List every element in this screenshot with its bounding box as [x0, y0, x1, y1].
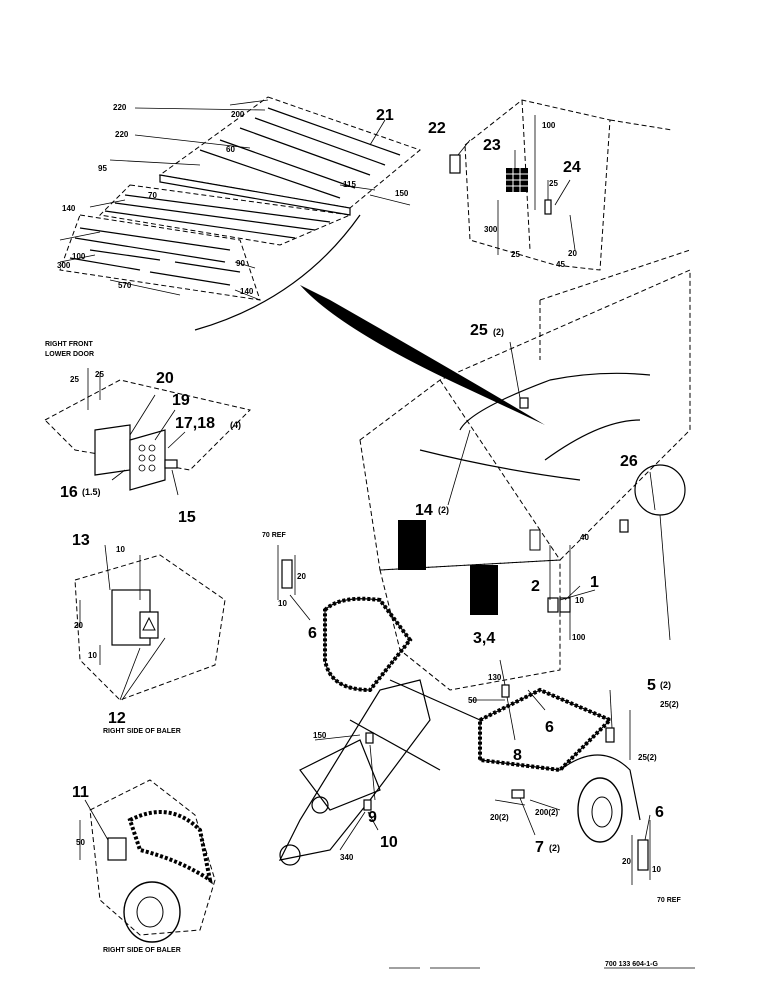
dim-label: 45 — [556, 260, 565, 269]
side-panel-decals: 22 23 24 100 25 300 25 45 20 — [428, 99, 673, 271]
dim-label: 90 — [236, 259, 245, 268]
callout-16-qty: (1.5) — [82, 487, 101, 497]
dim-label: 570 — [118, 281, 132, 290]
right-side-detail-upper: 13 10 20 10 12 RIGHT SIDE OF BALER — [72, 532, 226, 735]
dim-label: 150 — [313, 731, 327, 740]
dim-label: 20(2) — [490, 813, 509, 822]
dim-label: 220 — [115, 130, 129, 139]
callout-9: 9 — [368, 809, 377, 826]
layout-dimension-labels: 220 220 95 70 140 100 300 570 90 140 200… — [57, 103, 409, 296]
callout-5-qty: (2) — [660, 680, 671, 690]
dim-label: 20 — [622, 857, 631, 866]
arc-connector — [194, 214, 545, 425]
dim-label: 20 — [568, 249, 577, 258]
callout-6a: 6 — [308, 625, 317, 642]
dim-label: 25(2) — [660, 700, 679, 709]
callout-6b: 6 — [545, 719, 554, 736]
dim-label: 40 — [580, 533, 589, 542]
baler-side-label: RIGHT SIDE OF BALER — [103, 728, 181, 735]
dim-label: 220 — [113, 103, 127, 112]
dim-label: 95 — [98, 164, 107, 173]
dim-label: 300 — [484, 225, 498, 234]
dim-label: 25 — [549, 179, 558, 188]
dim-label: 115 — [343, 180, 356, 189]
callout-24: 24 — [563, 159, 581, 176]
dim-label: 100 — [72, 252, 86, 261]
dim-label: 100 — [542, 121, 556, 130]
callout-14-qty: (2) — [438, 505, 449, 515]
decal-strip-layout — [59, 96, 422, 301]
callout-2: 2 — [531, 578, 540, 595]
callout-22: 22 — [428, 120, 446, 137]
dim-label: 10 — [575, 596, 584, 605]
dim-label: 70 — [148, 191, 157, 200]
door-label-line1: RIGHT FRONT — [45, 341, 94, 348]
dim-label: 20 — [74, 621, 83, 630]
baler-chassis: 3,4 130 50 6 8 5 (2) 25(2) 25(2) 150 9 1… — [278, 596, 679, 866]
callout-10: 10 — [380, 834, 398, 851]
dim-label: 10 — [278, 599, 287, 608]
ref-label: 70 REF — [657, 897, 681, 904]
drawing-number: 700 133 604-1-G — [605, 961, 658, 968]
dim-label: 10 — [116, 545, 125, 554]
dim-label: 140 — [62, 204, 76, 213]
callout-16: 16 — [60, 484, 78, 501]
callout-11: 11 — [72, 784, 89, 801]
dim-label: 200(2) — [535, 808, 558, 817]
dim-label: 25 — [511, 250, 520, 259]
callout-12: 12 — [108, 710, 126, 727]
callout-26: 26 — [620, 453, 638, 470]
callout-15: 15 — [178, 509, 196, 526]
baler-main-body: 25 (2) 14 (2) 26 40 2 1 10 100 — [359, 249, 691, 691]
callout-17-18: 17,18 — [175, 415, 215, 432]
dim-label: 60 — [226, 145, 235, 154]
callout-13: 13 — [72, 532, 90, 549]
dim-label: 25 — [95, 370, 104, 379]
dim-label: 100 — [572, 633, 586, 642]
right-side-detail-lower: 11 50 RIGHT SIDE OF BALER — [72, 779, 216, 954]
dim-label: 25 — [70, 375, 79, 384]
callout-23: 23 — [483, 137, 501, 154]
door-label-line2: LOWER DOOR — [45, 351, 94, 358]
dim-label: 10 — [652, 865, 661, 874]
dim-label: 20 — [297, 572, 306, 581]
callout-25-qty: (2) — [493, 327, 504, 337]
lower-door-view: RIGHT FRONT LOWER DOOR 25 25 20 19 17,18… — [44, 341, 251, 526]
dim-label: 300 — [57, 261, 71, 270]
dim-label: 140 — [240, 287, 254, 296]
callout-5: 5 — [647, 677, 656, 694]
callout-7: 7 — [535, 839, 544, 856]
callout-14: 14 — [415, 502, 433, 519]
callout-19: 19 — [172, 392, 190, 409]
callout-25: 25 — [470, 322, 488, 339]
callout-3-4: 3,4 — [473, 630, 495, 647]
callout-20: 20 — [156, 370, 174, 387]
dim-label: 130 — [488, 673, 502, 682]
callout-8: 8 — [513, 747, 522, 764]
callout-7-qty: (2) — [549, 843, 560, 853]
dim-label: 340 — [340, 853, 354, 862]
ref-detail-right: 6 20 10 70 REF — [622, 804, 681, 904]
dim-label: 200 — [231, 110, 245, 119]
ref-label: 70 REF — [262, 532, 286, 539]
dim-label: 10 — [88, 651, 97, 660]
dim-label: 50 — [76, 838, 85, 847]
dim-label: 50 — [468, 696, 477, 705]
callout-6c: 6 — [655, 804, 664, 821]
callout-1: 1 — [590, 574, 599, 591]
dim-label: 150 — [395, 189, 409, 198]
callout-21: 21 — [376, 107, 394, 124]
dim-label: 25(2) — [638, 753, 657, 762]
ref-detail-left: 70 REF 20 10 6 — [262, 532, 317, 642]
callout-17-18-qty: (4) — [230, 420, 241, 430]
baler-side-label: RIGHT SIDE OF BALER — [103, 947, 181, 954]
